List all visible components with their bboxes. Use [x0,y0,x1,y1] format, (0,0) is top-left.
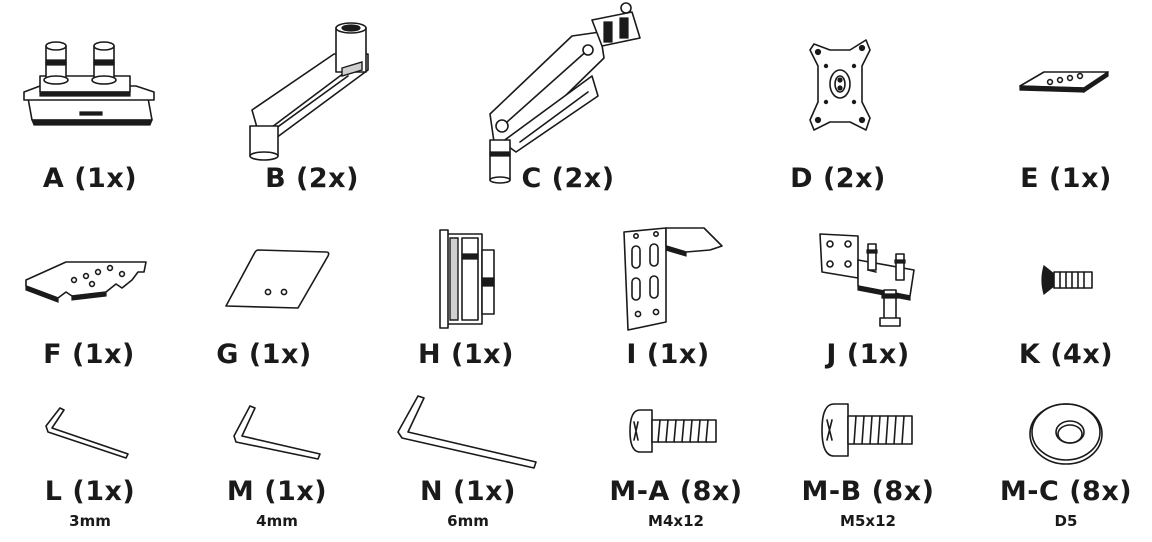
part-g-label: G (1x) [216,339,312,370]
part-d-label: D (2x) [790,163,886,194]
notched-plate-illustration [22,254,152,306]
l-bracket-illustration [614,226,726,336]
part-n-spec: 6mm [447,512,489,530]
part-a-label: A (1x) [42,163,138,194]
hex-key-4mm-illustration [230,402,324,460]
part-c-label: C (2x) [521,163,615,194]
gas-spring-arm-illustration [480,2,660,187]
part-b-label: B (2x) [265,163,359,194]
part-m-b-label: M-B (8x) [801,476,935,507]
hex-key-6mm-illustration [394,392,540,470]
part-f-label: F (1x) [43,339,135,370]
part-m-c-spec: D5 [1054,512,1078,530]
part-n-label: N (1x) [420,476,516,507]
clamp-base-illustration [20,40,160,130]
hex-key-3mm-illustration [42,404,134,458]
part-l-label: L (1x) [44,476,136,507]
part-l-spec: 3mm [69,512,111,530]
straight-arm-illustration [238,18,378,163]
pad-illustration [222,246,332,312]
screw-m4x12-illustration [626,406,720,456]
part-m-c-label: M-C (8x) [999,476,1133,507]
part-e-label: E (1x) [1020,163,1112,194]
part-m-spec: 4mm [256,512,298,530]
part-m-b-spec: M5x12 [840,512,896,530]
part-m-a-label: M-A (8x) [609,476,743,507]
part-k-label: K (4x) [1018,339,1114,370]
part-i-label: I (1x) [626,339,710,370]
bolted-bracket-illustration [814,230,924,330]
vesa-plate-illustration [800,36,880,134]
clip-illustration [436,228,502,332]
part-j-label: J (1x) [826,339,910,370]
part-m-label: M (1x) [226,476,328,507]
screw-m5x12-illustration [818,400,916,460]
part-m-a-spec: M4x12 [648,512,704,530]
flat-plate-illustration [1016,66,1112,100]
part-h-label: H (1x) [418,339,514,370]
washer-d5-illustration [1026,396,1106,468]
countersunk-screw-illustration [1040,260,1096,300]
